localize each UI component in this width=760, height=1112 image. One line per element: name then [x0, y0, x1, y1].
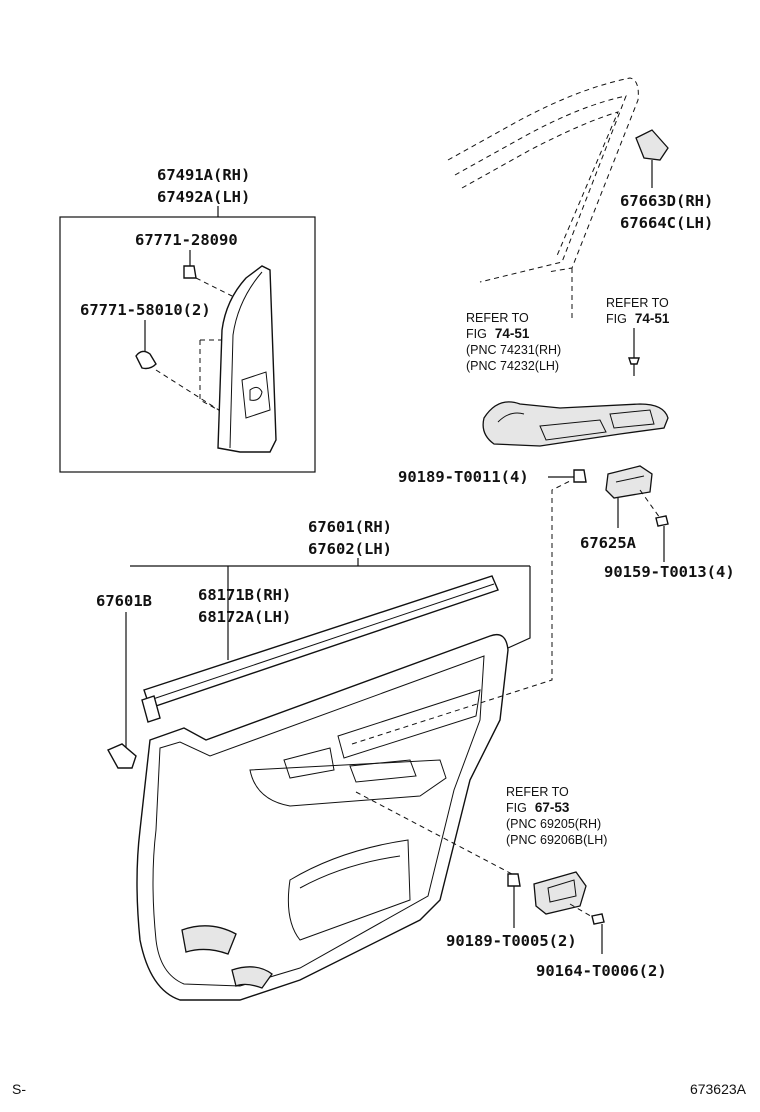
bracket-rib	[615, 475, 645, 483]
screw-top-head	[628, 357, 640, 365]
screw-b-label[interactable]: 90164-T0006(2)	[536, 962, 667, 980]
clip-b-dashed-2	[199, 339, 230, 413]
armrest-panel-part	[482, 401, 669, 447]
screw-top-ref-line2: FIG 74-51	[606, 310, 670, 327]
trim-upper-pocket	[337, 689, 481, 759]
trim-switch-recess	[283, 747, 335, 779]
screw-a-part	[655, 515, 669, 527]
handle-ref-line3: (PNC 69205(RH)	[506, 817, 601, 831]
screw-a-label[interactable]: 90159-T0013(4)	[604, 563, 735, 581]
pillar-garnish-lh-label[interactable]: 67492A(LH)	[157, 188, 250, 206]
handle-reference: REFER TO FIG 67-53 (PNC 69205(RH) (PNC 6…	[506, 785, 607, 915]
window-frame-inner	[454, 95, 627, 283]
handle-ref-line1: REFER TO	[506, 785, 569, 799]
trim-board-leader	[130, 558, 531, 649]
trim-board-part	[136, 633, 509, 1001]
screw-top-ref-line1: REFER TO	[606, 296, 669, 310]
weatherstrip-groove	[149, 583, 495, 701]
clip-a-part	[183, 265, 197, 279]
door-window-frame: 67663D(RH) 67664C(LH)	[447, 77, 713, 318]
trim-board-inner-edge	[152, 655, 485, 987]
armrest-ref-line4: (PNC 74232(LH)	[466, 359, 559, 373]
speaker-grille-lower	[231, 966, 273, 989]
armrest-switch-opening	[539, 419, 607, 441]
clip-a-dashed	[195, 277, 233, 297]
bracket-label[interactable]: 67625A	[580, 534, 637, 552]
weatherstrip-end	[141, 695, 161, 723]
armrest-ref-line3: (PNC 74231(RH)	[466, 343, 561, 357]
trim-armrest-area	[249, 759, 447, 807]
armrest-ref-line2: FIG 74-51	[466, 325, 530, 342]
trim-map-pocket-lip	[299, 855, 401, 889]
corner-cover-part	[635, 129, 669, 161]
trim-board-lh-label[interactable]: 67602(LH)	[308, 540, 392, 558]
clip-e-part	[507, 873, 521, 887]
clip-d-label[interactable]: 67601B	[96, 592, 152, 610]
armrest-pocket	[609, 409, 655, 429]
bracket-group: 67625A 90159-T0013(4)	[580, 465, 735, 581]
clip-b-part	[135, 350, 157, 370]
handle-ref-line2: FIG 67-53	[506, 799, 570, 816]
pillar-garnish-knob	[249, 386, 263, 401]
speaker-grille-upper	[181, 925, 237, 955]
clip-d-part	[107, 743, 137, 769]
window-frame-inner-2	[461, 111, 619, 259]
trim-to-handle-dashed	[355, 791, 513, 875]
clip-c-group: 90189-T0011(4)	[398, 468, 587, 486]
pillar-garnish-group: 67491A(RH) 67492A(LH) 67771-28090 67771-…	[59, 166, 316, 473]
screw-b-dashed	[569, 903, 595, 919]
armrest-ref-line1: REFER TO	[466, 311, 529, 325]
trim-pull-handle	[349, 759, 417, 783]
screw-b-group: 90164-T0006(2)	[536, 903, 667, 980]
screw-b-part	[591, 913, 605, 925]
clip-b-dashed	[155, 369, 223, 413]
inside-handle-lever	[547, 879, 577, 903]
window-frame-outer	[447, 77, 639, 273]
weatherstrip-lh-label[interactable]: 68172A(LH)	[198, 608, 291, 626]
armrest-edge	[497, 412, 525, 423]
pillar-garnish-frame	[59, 216, 316, 473]
pillar-garnish-switch	[241, 371, 271, 419]
clip-e-group: 90189-T0005(2)	[446, 873, 577, 950]
weatherstrip-rh-label[interactable]: 68171B(RH)	[198, 586, 291, 604]
pillar-garnish-rh-label[interactable]: 67491A(RH)	[157, 166, 250, 184]
corner-cover-lh-label[interactable]: 67664C(LH)	[620, 214, 713, 232]
inside-handle-part	[533, 871, 587, 915]
pillar-garnish-edge	[229, 271, 263, 449]
door-trim-group: 67601(RH) 67602(LH) 67601B 68171B(RH) 68…	[96, 479, 573, 1001]
handle-ref-line4: (PNC 69206B(LH)	[506, 833, 607, 847]
clip-b-label[interactable]: 67771-58010(2)	[80, 301, 211, 319]
clip-a-label[interactable]: 67771-28090	[135, 231, 238, 249]
clip-e-label[interactable]: 90189-T0005(2)	[446, 932, 577, 950]
bracket-part	[605, 465, 653, 499]
illustration-number: 673623A	[690, 1081, 747, 1097]
footer-left-code: S-	[12, 1081, 26, 1097]
trim-map-pocket	[287, 839, 411, 941]
armrest-panel-group	[482, 401, 669, 447]
screw-top-reference: REFER TO FIG 74-51	[606, 296, 670, 376]
corner-cover-rh-label[interactable]: 67663D(RH)	[620, 192, 713, 210]
screw-a-dashed	[639, 489, 661, 519]
clip-c-label[interactable]: 90189-T0011(4)	[398, 468, 529, 486]
trim-board-rh-label[interactable]: 67601(RH)	[308, 518, 392, 536]
pillar-garnish-part	[217, 265, 277, 453]
armrest-reference: REFER TO FIG 74-51 (PNC 74231(RH) (PNC 7…	[466, 311, 561, 373]
clip-c-part	[573, 469, 587, 483]
